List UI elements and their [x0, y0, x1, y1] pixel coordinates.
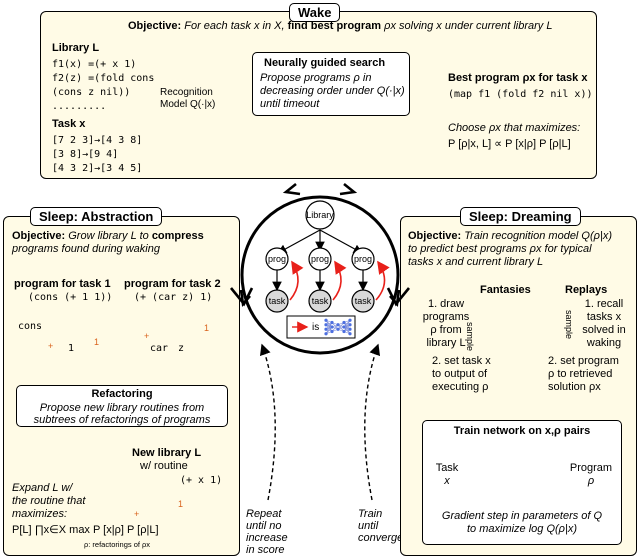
tree2-one: 1 — [204, 323, 210, 333]
repeat-loop-arrow — [259, 343, 276, 501]
train-line-2: until — [358, 520, 379, 532]
library-label: Library L — [52, 42, 100, 54]
refactoring-line-2: subtrees of refactorings of programs — [33, 414, 211, 426]
task-input-1: Task — [435, 462, 459, 474]
repeat-line-3: increase — [246, 532, 288, 544]
task2-label: program for task 2 — [124, 278, 221, 290]
choose-label: Choose ρx that maximizes: — [448, 122, 581, 134]
fantasies-step1-line-1: 1. draw — [427, 298, 465, 310]
new-tree-plus: + — [134, 509, 140, 519]
abstraction-title: Sleep: Abstraction — [30, 207, 163, 226]
legend-is: is — [312, 322, 320, 333]
replays-label: Replays — [565, 284, 608, 296]
repeat-line-1: Repeat — [246, 508, 282, 520]
task-node-3: task — [354, 296, 372, 306]
fantasies-step2-line-3: executing ρ — [432, 381, 489, 393]
dreaming-objective-2: to predict best programs ρx for typical — [408, 243, 592, 255]
fantasies-step1-line-2: programs — [422, 311, 470, 323]
task2-code: (+ (car z) 1) — [134, 292, 213, 303]
fantasies-step2-line-2: to output of — [432, 368, 488, 380]
choose-formula: P [ρ|x, L] ∝ P [x|ρ] P [ρ|L] — [448, 138, 571, 150]
wake-title: Wake — [289, 3, 341, 22]
fantasies-step1-line-3: ρ from — [430, 324, 462, 336]
prog-node-3: prog — [353, 254, 372, 264]
abstraction-objective-1: Objective: Grow library L to compress — [12, 230, 204, 242]
fantasies-step1-line-4: library L — [426, 337, 466, 349]
best-program-code: (map f1 (fold f2 nil x)) — [448, 89, 593, 100]
fantasies-label: Fantasies — [480, 284, 531, 296]
new-library-label-2: w/ routine — [140, 460, 188, 472]
library-line-1: f1(x) =(+ x 1) — [52, 59, 137, 70]
task-label: Task x — [52, 118, 86, 130]
train-network-box — [422, 420, 622, 545]
gradient-line-1: Gradient step in parameters of Q — [441, 510, 603, 522]
tree1-plus: + — [48, 341, 54, 351]
program-output-2: ρ — [587, 475, 595, 487]
refactoring-box — [16, 385, 228, 427]
wake-objective: Objective: For each task x in X, find be… — [128, 20, 553, 32]
tree1-one-b: 1 — [94, 337, 100, 347]
recognition-label-1: Recognition — [160, 87, 213, 98]
library-node: Library — [306, 210, 334, 220]
expand-line-2: the routine that — [12, 495, 86, 507]
tree2-car: car — [150, 343, 169, 354]
search-line-1: Propose programs ρ in — [260, 72, 372, 84]
new-library-code: (+ x 1) — [180, 475, 223, 486]
replays-step1-line-4: waking — [586, 337, 622, 349]
task1-code: (cons (+ 1 1)) — [28, 292, 113, 303]
refactoring-title: Refactoring — [91, 388, 153, 400]
task-line-2: [3 8]→[9 4] — [52, 149, 119, 160]
abstraction-formula-sub: ρ: refactorings of ρx — [84, 540, 151, 549]
replays-step1-line-2: tasks x — [586, 311, 622, 323]
replays-step1-line-3: solved in — [582, 324, 626, 336]
gradient-line-2: to maximize log Q(ρ|x) — [466, 523, 577, 535]
replays-step1-line-1: 1. recall — [584, 298, 624, 310]
task-line-3: [4 3 2]→[3 4 5] — [52, 163, 143, 174]
search-title: Neurally guided search — [264, 57, 386, 69]
search-line-3: until timeout — [260, 98, 320, 110]
train-loop-arrow — [364, 343, 381, 501]
replays-step2-line-2: ρ to retrieved — [548, 368, 613, 380]
search-box — [252, 52, 410, 116]
program-output-1: Program — [569, 462, 613, 474]
expand-line-3: maximizes: — [12, 508, 68, 520]
replays-step2-line-1: 2. set program — [548, 355, 619, 367]
repeat-line-2: until no — [246, 520, 282, 532]
prog-node-1: prog — [267, 254, 286, 264]
task-input-2: x — [444, 475, 450, 487]
dreaming-objective-3: tasks x and current library L — [408, 256, 544, 268]
train-line-1: Train — [358, 508, 383, 520]
tree2-plus: + — [144, 331, 150, 341]
dreaming-title: Sleep: Dreaming — [460, 207, 581, 226]
abstraction-objective-2: programs found during waking — [12, 243, 160, 255]
tree1-cons: cons — [18, 321, 43, 332]
library-line-2: f2(z) =(fold cons — [52, 73, 155, 84]
library-line-3: (cons z nil)) — [52, 87, 131, 98]
library-line-4: ......... — [52, 101, 107, 112]
dreaming-objective-1: Objective: Train recognition model Q(ρ|x… — [408, 230, 612, 242]
repeat-line-4: in score — [246, 544, 285, 556]
fantasies-step2-line-1: 2. set task x — [432, 355, 491, 367]
tree2-z: z — [178, 343, 185, 354]
best-program-label: Best program ρx for task x — [448, 72, 588, 84]
recognition-label-2: Model Q(·|x) — [160, 99, 216, 110]
search-line-2: decreasing order under Q(·|x) — [260, 85, 405, 97]
replays-step2-line-3: solution ρx — [548, 381, 601, 393]
expand-line-1: Expand L w/ — [12, 482, 73, 494]
refactoring-line-1: Propose new library routines from — [39, 402, 205, 414]
train-network-title: Train network on x,ρ pairs — [453, 425, 591, 437]
tree1-one-a: 1 — [68, 343, 75, 354]
abstraction-formula: P[L] ∏x∈X max P [x|ρ] P [ρ|L] — [12, 524, 159, 536]
train-line-3: converged — [358, 532, 410, 544]
task-node-2: task — [311, 296, 329, 306]
task-line-1: [7 2 3]→[4 3 8] — [52, 135, 143, 146]
new-library-label-1: New library L — [132, 447, 202, 459]
new-tree-one: 1 — [178, 499, 184, 509]
prog-node-2: prog — [310, 254, 329, 264]
task1-label: program for task 1 — [14, 278, 111, 290]
task-node-1: task — [268, 296, 286, 306]
